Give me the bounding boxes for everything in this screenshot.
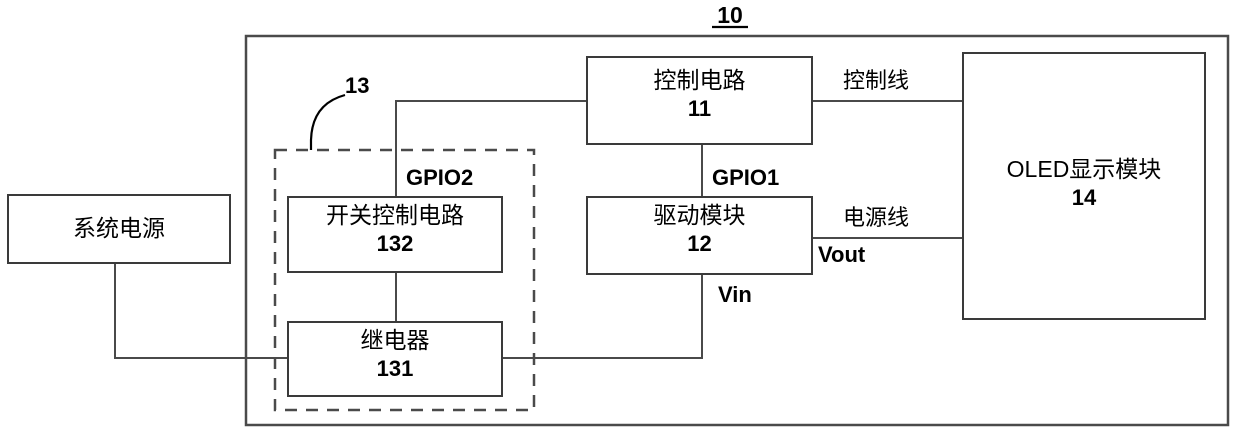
group-13-dashed-box [273,148,536,412]
switch-control-label: 开关控制电路 132 [288,202,502,256]
relay-number: 131 [376,355,414,381]
relay-name: 继电器 [360,327,430,353]
control-line-label: 控制线 [843,68,910,93]
wire-system-power-to-relay [114,263,288,359]
drive-module-label: 驱动模块 12 [587,202,812,256]
system-power-box[interactable] [7,194,231,264]
system-power-label: 系统电源 [8,215,230,242]
group-13-number: 13 [345,73,370,98]
control-circuit-label: 控制电路 11 [587,67,812,121]
gpio1-label: GPIO1 [712,165,780,190]
switch-control-name: 开关控制电路 [326,202,464,228]
control-circuit-box[interactable] [586,56,813,145]
oled-display-name: OLED显示模块 [1006,156,1162,182]
control-circuit-number: 11 [687,95,712,121]
system-boundary-box [244,34,1230,427]
system-power-name: 系统电源 [73,215,165,241]
drive-module-number: 12 [687,230,712,256]
power-line-label: 电源线 [843,205,910,230]
control-circuit-name: 控制电路 [653,67,746,93]
oled-display-label: OLED显示模块 14 [963,156,1205,210]
oled-display-box[interactable] [962,52,1206,320]
vout-label: Vout [818,242,866,267]
figure-number: 10 [717,2,743,28]
relay-box[interactable] [287,321,503,397]
leader-line-13 [309,93,346,150]
gpio2-label: GPIO2 [406,165,474,190]
switch-control-box[interactable] [287,196,503,273]
vin-label: Vin [718,282,752,307]
relay-label: 继电器 131 [288,327,502,381]
switch-control-number: 132 [376,230,414,256]
drive-module-name: 驱动模块 [653,202,746,228]
drive-module-box[interactable] [586,196,813,275]
wire-relay-to-drive-vin [502,274,703,359]
wire-gpio2-control-to-switch [395,100,587,197]
oled-display-number: 14 [1071,184,1097,210]
